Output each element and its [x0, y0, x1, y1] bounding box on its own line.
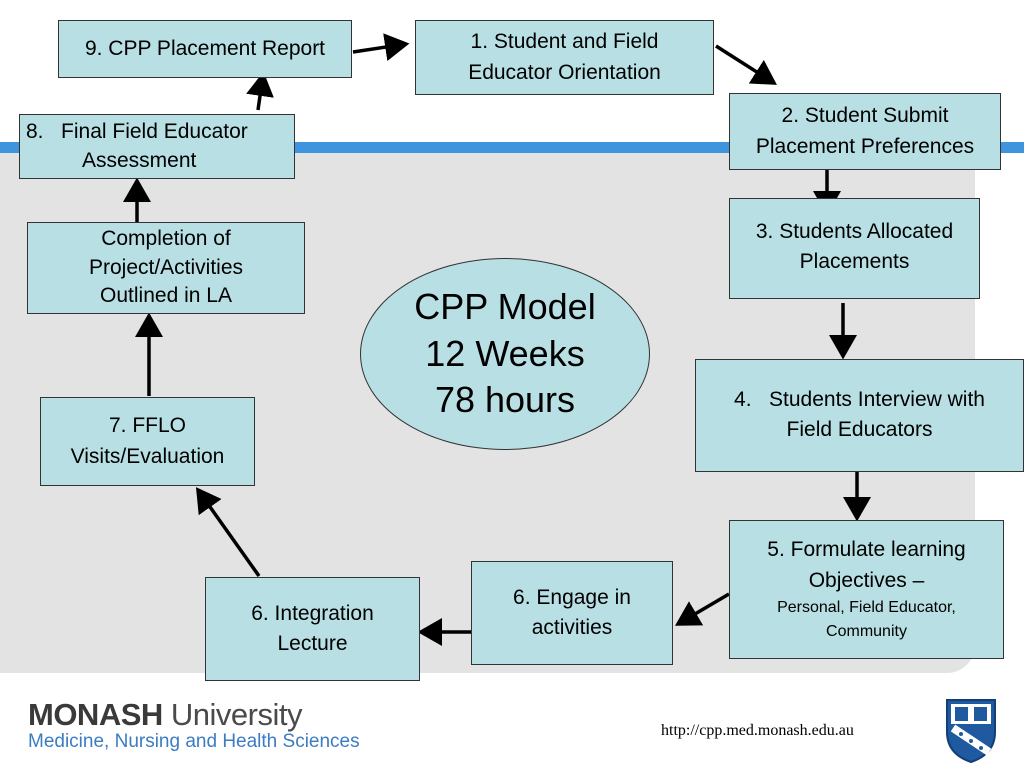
- step-6a-box: 6. Engage in activities: [471, 561, 673, 665]
- step-5-line-1: 5. Formulate learning: [767, 538, 966, 562]
- arrow-9-to-1: [352, 33, 410, 61]
- step-completion-line-2: Project/Activities: [88, 255, 244, 279]
- step-3-line-1: 3. Students Allocated: [755, 220, 954, 243]
- step-6b-line-1: 6. Integration: [251, 601, 374, 625]
- arrow-1-to-2: [715, 44, 777, 85]
- step-7-line-2: Visits/Evaluation: [70, 444, 225, 468]
- monash-logo: MONASH University Medicine, Nursing and …: [28, 697, 360, 753]
- logo-subtitle: Medicine, Nursing and Health Sciences: [28, 731, 360, 752]
- step-completion-line-3: Outlined in LA: [100, 284, 232, 308]
- center-line-1: CPP Model: [414, 285, 596, 327]
- logo-wordmark: MONASH University: [28, 697, 360, 733]
- step-5-line-2: Objectives –: [808, 568, 925, 592]
- footer-url: http://cpp.med.monash.edu.au: [661, 722, 854, 739]
- step-1-box: 1. Student and Field Educator Orientatio…: [415, 20, 714, 95]
- step-completion-line-1: Completion of: [101, 226, 231, 250]
- step-4-line-2: Field Educators: [786, 418, 933, 442]
- step-6a-line-1: 6. Engage in: [513, 585, 631, 609]
- step-6b-line-2: Lecture: [277, 632, 348, 655]
- step-4-box: 4. Students Interview with Field Educato…: [695, 359, 1024, 472]
- step-3-box: 3. Students Allocated Placements: [729, 198, 980, 299]
- step-8-line-2: Assessment: [82, 148, 197, 172]
- arrow-8-to-9: [246, 71, 274, 111]
- step-1-line-2: Educator Orientation: [468, 60, 661, 84]
- arrow-6b-to-7: [195, 487, 261, 578]
- cpp-model-ellipse: CPP Model 12 Weeks 78 hours: [360, 258, 650, 450]
- step-4-line-1: 4. Students Interview with: [734, 388, 985, 411]
- step-5-sub-line-1: Personal, Field Educator,: [777, 598, 956, 616]
- logo-rest: University: [162, 697, 303, 732]
- step-6a-line-2: activities: [531, 616, 613, 639]
- step-completion-box: Completion of Project/Activities Outline…: [27, 222, 305, 314]
- step-2-box: 2. Student Submit Placement Preferences: [729, 93, 1001, 170]
- step-7-box: 7. FFLO Visits/Evaluation: [40, 397, 255, 486]
- step-1-line-1: 1. Student and Field: [470, 30, 659, 54]
- center-line-3: 78 hours: [434, 379, 576, 421]
- step-5-box: 5. Formulate learning Objectives – Perso…: [729, 520, 1004, 659]
- monash-crest-icon: [946, 699, 996, 764]
- center-line-2: 12 Weeks: [425, 332, 585, 374]
- step-7-line-1: 7. FFLO: [108, 414, 187, 438]
- step-2-line-2: Placement Preferences: [755, 134, 975, 158]
- step-8-line-1: 8. Final Field Educator: [26, 120, 248, 144]
- step-9-box: 9. CPP Placement Report: [58, 20, 352, 78]
- step-3-line-2: Placements: [799, 250, 910, 274]
- step-5-sub-line-2: Community: [826, 622, 907, 640]
- arrow-5-to-6a: [674, 592, 730, 626]
- step-8-box: 8. Final Field Educator Assessment: [19, 114, 295, 179]
- step-9-line-1: 9. CPP Placement Report: [84, 36, 326, 60]
- step-6b-box: 6. Integration Lecture: [205, 577, 420, 681]
- step-2-line-1: 2. Student Submit: [781, 104, 949, 128]
- accent-stripe: [0, 142, 1024, 153]
- logo-bold: MONASH: [28, 697, 163, 732]
